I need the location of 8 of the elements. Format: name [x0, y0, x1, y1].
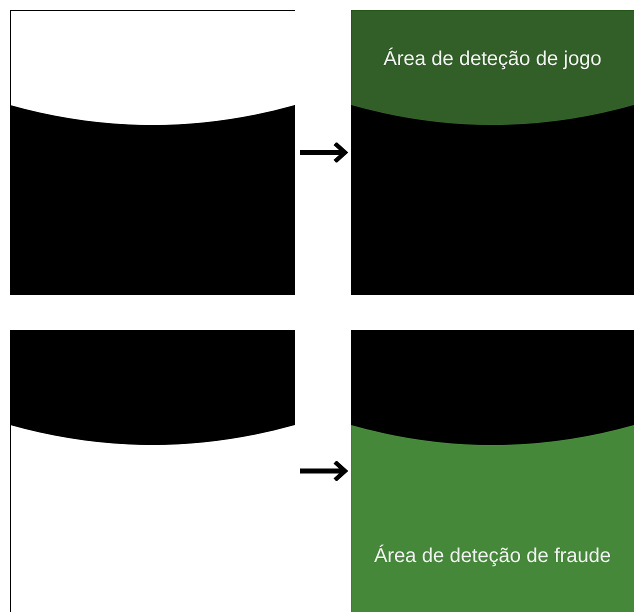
region-label: Área de deteção de fraude — [373, 545, 612, 568]
arrow — [300, 141, 348, 164]
region-label: Área de deteção de jogo — [382, 48, 602, 71]
image-panel — [10, 10, 295, 295]
image-panel — [10, 330, 295, 612]
image-panel — [351, 10, 634, 295]
image-panel — [351, 330, 634, 612]
arrow — [300, 460, 348, 482]
